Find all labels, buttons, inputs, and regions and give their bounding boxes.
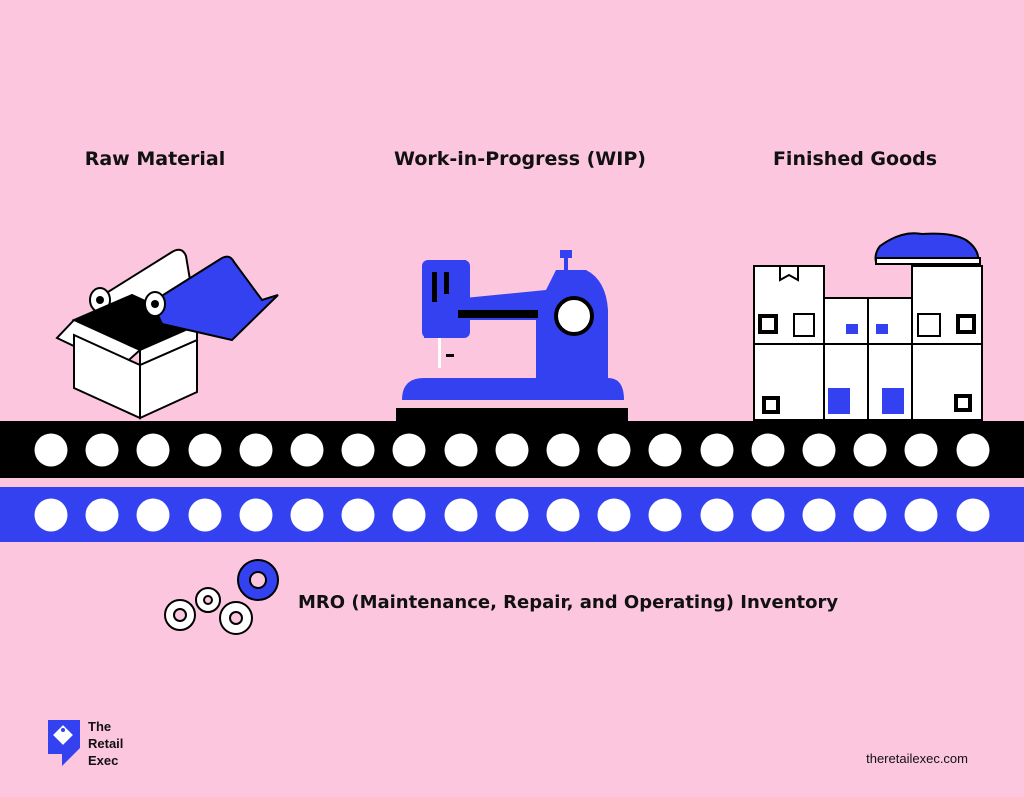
conveyor-roller xyxy=(802,498,836,531)
conveyor-roller xyxy=(597,433,631,466)
conveyor-roller xyxy=(392,433,426,466)
price-tag-icon xyxy=(48,720,80,766)
conveyor-roller xyxy=(34,433,68,466)
conveyor-roller xyxy=(956,498,990,531)
brand-line-3: Exec xyxy=(88,753,119,768)
brand-name: The Retail Exec xyxy=(88,718,123,769)
conveyor-belt-bottom xyxy=(0,487,1024,542)
conveyor-roller xyxy=(853,433,887,466)
conveyor-roller xyxy=(188,498,222,531)
conveyor-belt-top xyxy=(0,421,1024,478)
conveyor-roller xyxy=(648,498,682,531)
conveyor-roller xyxy=(904,433,938,466)
conveyor-roller xyxy=(85,433,119,466)
wip-label: Work-in-Progress (WIP) xyxy=(394,148,646,170)
gears-icon xyxy=(164,559,279,635)
conveyor-roller xyxy=(136,498,170,531)
conveyor-roller xyxy=(290,433,324,466)
conveyor-roller xyxy=(904,498,938,531)
conveyor-roller xyxy=(495,498,529,531)
conveyor-roller xyxy=(341,498,375,531)
conveyor-roller xyxy=(597,498,631,531)
conveyor-roller xyxy=(802,433,836,466)
conveyor-roller xyxy=(290,498,324,531)
conveyor-roller xyxy=(546,433,580,466)
conveyor-roller xyxy=(751,498,785,531)
conveyor-roller xyxy=(648,433,682,466)
conveyor-roller xyxy=(700,433,734,466)
conveyor-roller xyxy=(392,498,426,531)
conveyor-roller xyxy=(853,498,887,531)
conveyor-roller xyxy=(85,498,119,531)
conveyor-roller xyxy=(700,498,734,531)
brand-line-1: The xyxy=(88,719,112,734)
conveyor-roller xyxy=(751,433,785,466)
conveyor-roller xyxy=(188,433,222,466)
finished-goods-label: Finished Goods xyxy=(772,148,938,170)
conveyor-roller xyxy=(444,433,478,466)
conveyor-roller xyxy=(239,498,273,531)
conveyor-roller xyxy=(136,433,170,466)
conveyor-roller xyxy=(495,433,529,466)
conveyor-roller xyxy=(34,498,68,531)
conveyor-roller xyxy=(239,433,273,466)
boxes-with-sneaker-icon xyxy=(753,232,983,421)
conveyor-roller xyxy=(546,498,580,531)
raw-material-label: Raw Material xyxy=(84,148,226,170)
box-with-fabric-rolls-icon xyxy=(55,248,279,420)
brand-line-2: Retail xyxy=(88,736,124,751)
website-link[interactable]: theretailexec.com xyxy=(866,751,968,766)
conveyor-roller xyxy=(341,433,375,466)
mro-inventory-label: MRO (Maintenance, Repair, and Operating)… xyxy=(298,592,839,613)
sewing-machine-icon xyxy=(396,250,628,422)
conveyor-roller xyxy=(444,498,478,531)
conveyor-roller xyxy=(956,433,990,466)
